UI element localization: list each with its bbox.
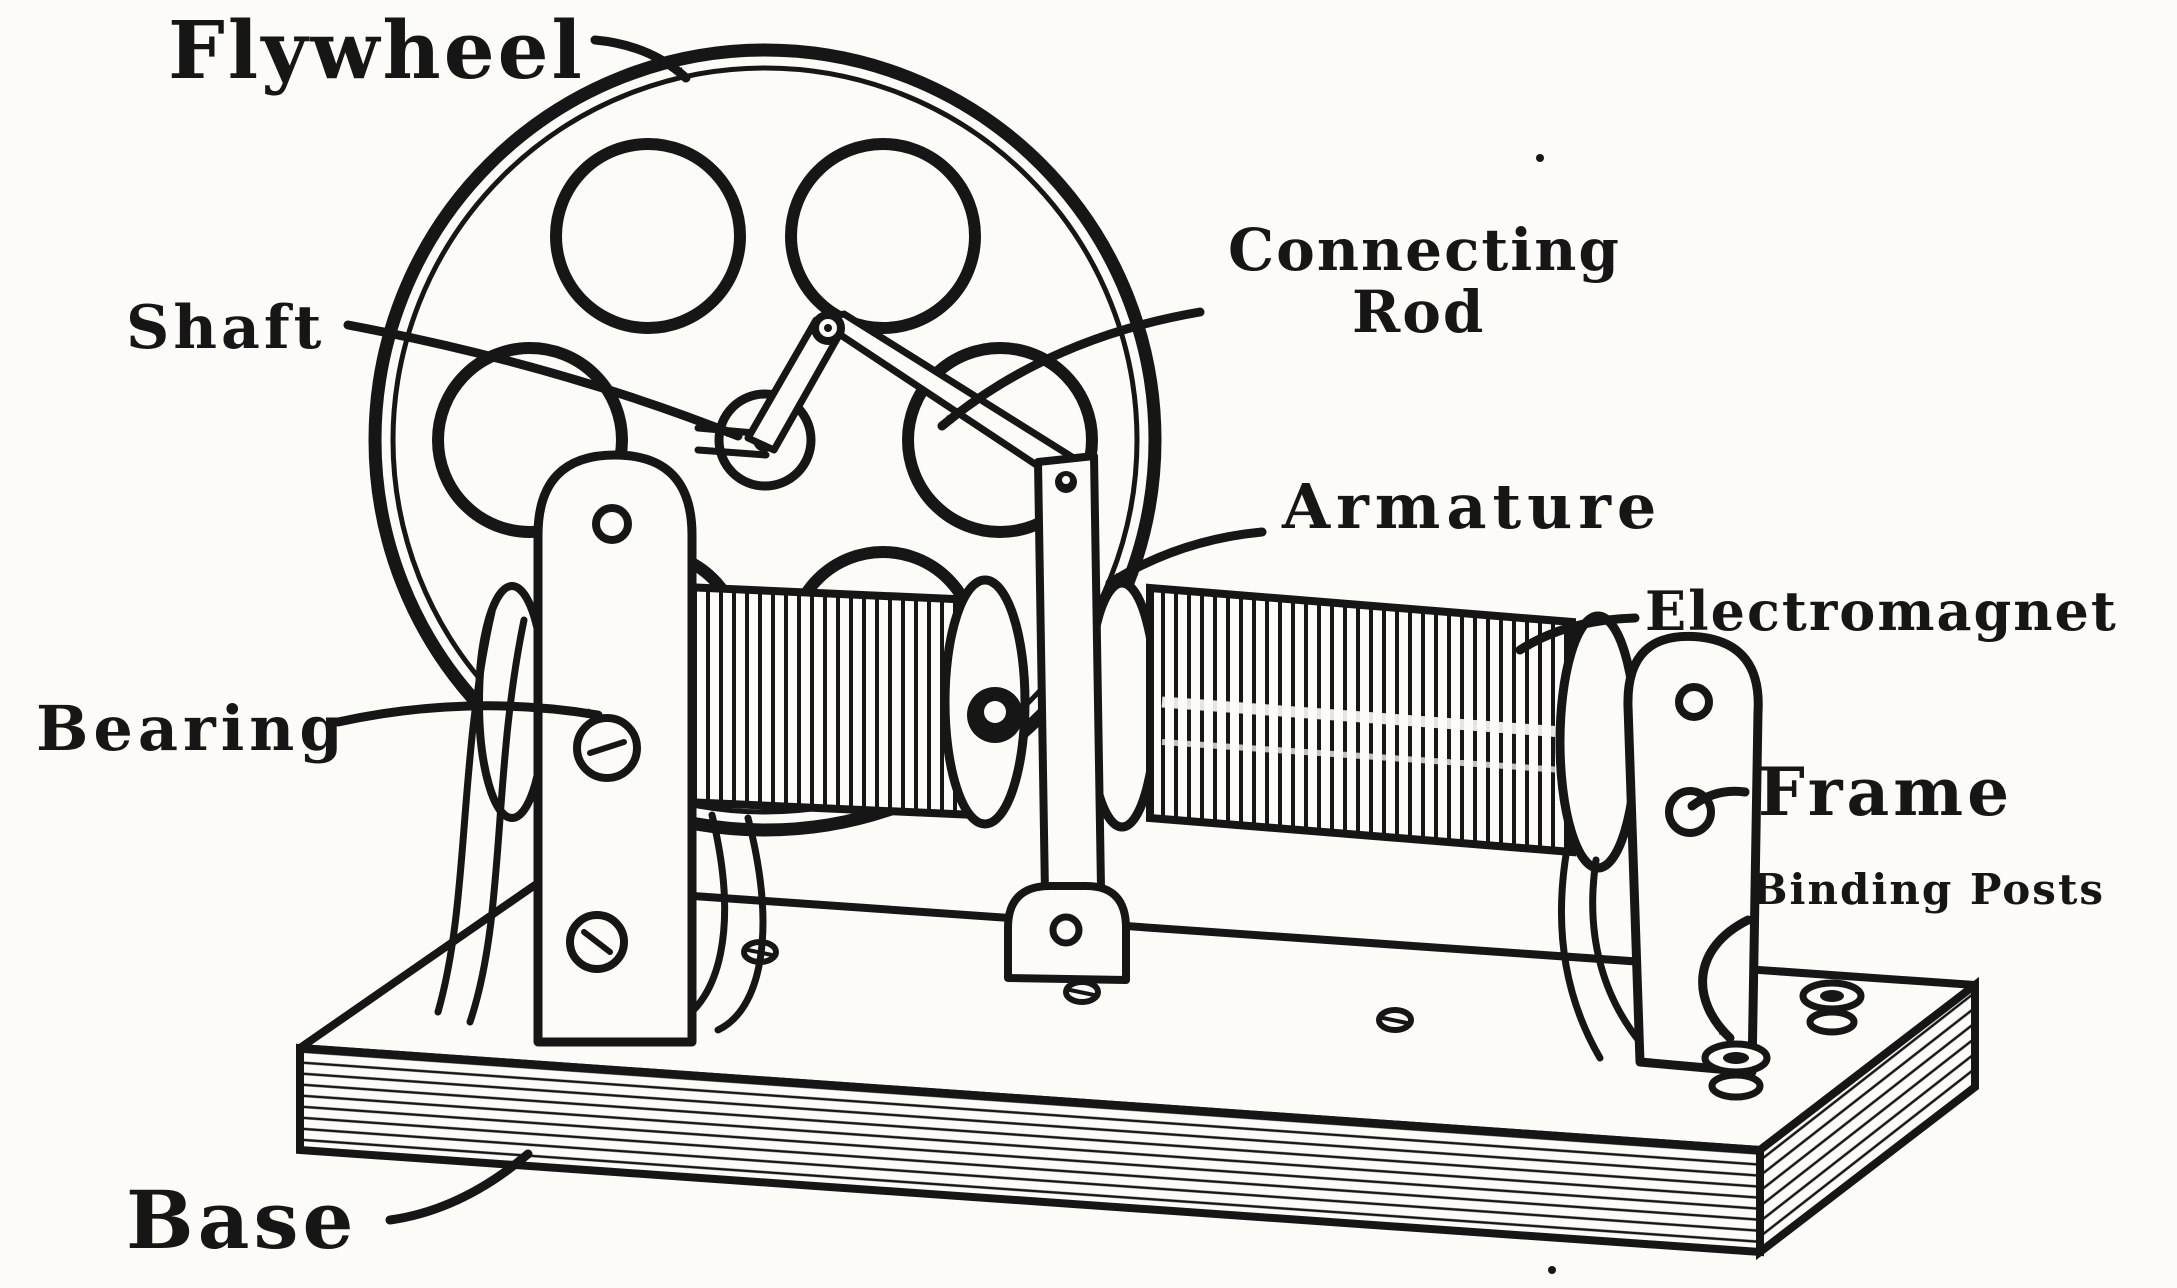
left-coil	[434, 575, 1030, 1034]
armature-part	[1004, 452, 1130, 984]
armature-label: Armature	[1281, 470, 1662, 543]
bearing-upright	[533, 450, 697, 1047]
coil-wire	[1557, 851, 1604, 1062]
binding-post-hole	[1723, 1052, 1749, 1064]
armature-pivot-center	[1062, 476, 1070, 484]
connecting-rod-label-line1: Connecting	[1228, 216, 1621, 284]
flywheel-label: Flywheel	[168, 3, 585, 97]
armature-bar	[1034, 452, 1106, 960]
bearing-screw	[566, 911, 628, 973]
flywheel-arrow	[590, 35, 691, 83]
bearing-screw	[573, 714, 641, 782]
frame-label: Frame	[1758, 753, 2013, 831]
electromagnet-right-flange	[1555, 611, 1641, 873]
bearing-arrow	[333, 701, 603, 727]
coil-highlight	[1161, 739, 1563, 773]
base-arrow	[385, 1149, 533, 1225]
labels: Flywheel Shaft Connecting Rod Armature E…	[36, 3, 2118, 1267]
shaft-arrow	[343, 320, 743, 441]
armature-foot-hole	[1049, 913, 1083, 947]
coil-wire	[434, 608, 496, 1016]
electromagnet-coil	[1083, 578, 1644, 1062]
coil-wire	[466, 616, 528, 1026]
crank-pin-center	[824, 324, 832, 332]
base-label: Base	[126, 1173, 357, 1267]
frame-arrow	[1687, 786, 1750, 811]
electromagnet-label: Electromagnet	[1645, 579, 2118, 643]
bearing-label: Bearing	[36, 692, 348, 765]
binding-posts-label: Binding Posts	[1752, 865, 2105, 914]
bearing-top-hole	[592, 504, 632, 544]
binding-post	[1701, 1040, 1771, 1101]
base-screw	[1063, 979, 1101, 1005]
leader-arrows	[333, 35, 1753, 1225]
scan-speck	[1548, 1266, 1556, 1274]
left-coil-boss-center	[984, 701, 1006, 723]
frame-upright	[1623, 631, 1763, 1077]
armature-arrow	[1105, 527, 1267, 588]
electromagnet-arrow	[1515, 613, 1640, 655]
connecting-rod-arrow	[937, 307, 1205, 431]
connecting-rod-label-line2: Rod	[1352, 278, 1485, 346]
flywheel-hole	[785, 138, 981, 334]
coil-highlight	[1161, 696, 1563, 738]
flywheel-hole	[550, 138, 746, 334]
base-right-face	[1756, 976, 1979, 1261]
base-screw	[1376, 1007, 1414, 1033]
coil-wire	[1589, 856, 1644, 1046]
binding-post	[1799, 979, 1865, 1036]
binding-posts-arrow	[1698, 915, 1753, 1043]
shaft-label: Shaft	[126, 293, 325, 363]
scan-speck	[1536, 154, 1544, 162]
coil-wire	[714, 814, 767, 1034]
binding-post-hole	[1820, 990, 1844, 1002]
frame-top-hole	[1675, 683, 1713, 721]
